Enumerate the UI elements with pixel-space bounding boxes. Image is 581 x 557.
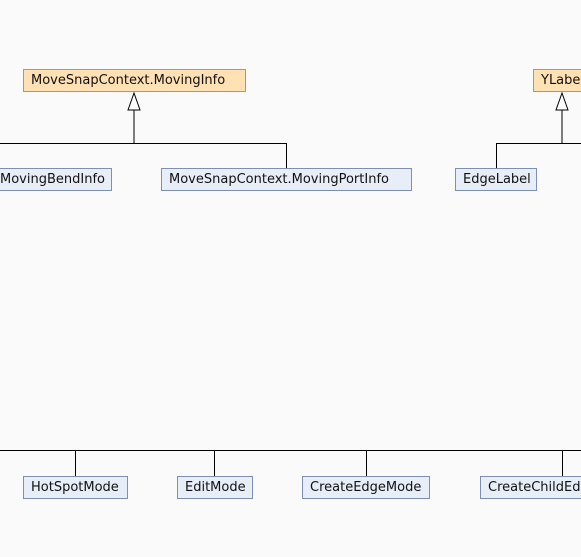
class-node-create-edge-mode[interactable]: CreateEdgeMode <box>302 476 430 499</box>
generalization-arrowhead <box>127 91 141 111</box>
class-node-moving-info[interactable]: MoveSnapContext.MovingInfo <box>23 69 246 92</box>
class-node-edit-mode[interactable]: EditMode <box>177 476 253 499</box>
class-node-label: CreateEdgeMode <box>310 480 422 495</box>
class-node-label: MoveSnapContext.MovingPortInfo <box>169 172 389 187</box>
class-node-label: EditMode <box>185 480 246 495</box>
class-node-hot-spot-mode[interactable]: HotSpotMode <box>23 476 128 499</box>
class-node-moving-port-info[interactable]: MoveSnapContext.MovingPortInfo <box>161 168 412 191</box>
ylabel-edges <box>496 91 581 168</box>
moving-info-edges <box>0 91 287 168</box>
class-node-label: MoveSnapContext.MovingInfo <box>31 73 226 88</box>
mode-edges <box>0 450 581 476</box>
class-node-label: EdgeLabel <box>463 172 531 187</box>
class-node-label: YLabel <box>541 73 581 88</box>
class-node-ylabel[interactable]: YLabel <box>533 69 581 92</box>
class-node-label: CreateChildEdgeMode <box>488 480 581 495</box>
class-node-label: HotSpotMode <box>31 480 119 495</box>
class-node-moving-bend-info[interactable]: MovingBendInfo <box>0 168 112 191</box>
generalization-arrowhead <box>555 91 569 111</box>
class-node-create-child-edge-mode[interactable]: CreateChildEdgeMode <box>480 476 581 499</box>
class-node-label: MovingBendInfo <box>0 172 105 187</box>
class-node-edge-label[interactable]: EdgeLabel <box>455 168 537 191</box>
